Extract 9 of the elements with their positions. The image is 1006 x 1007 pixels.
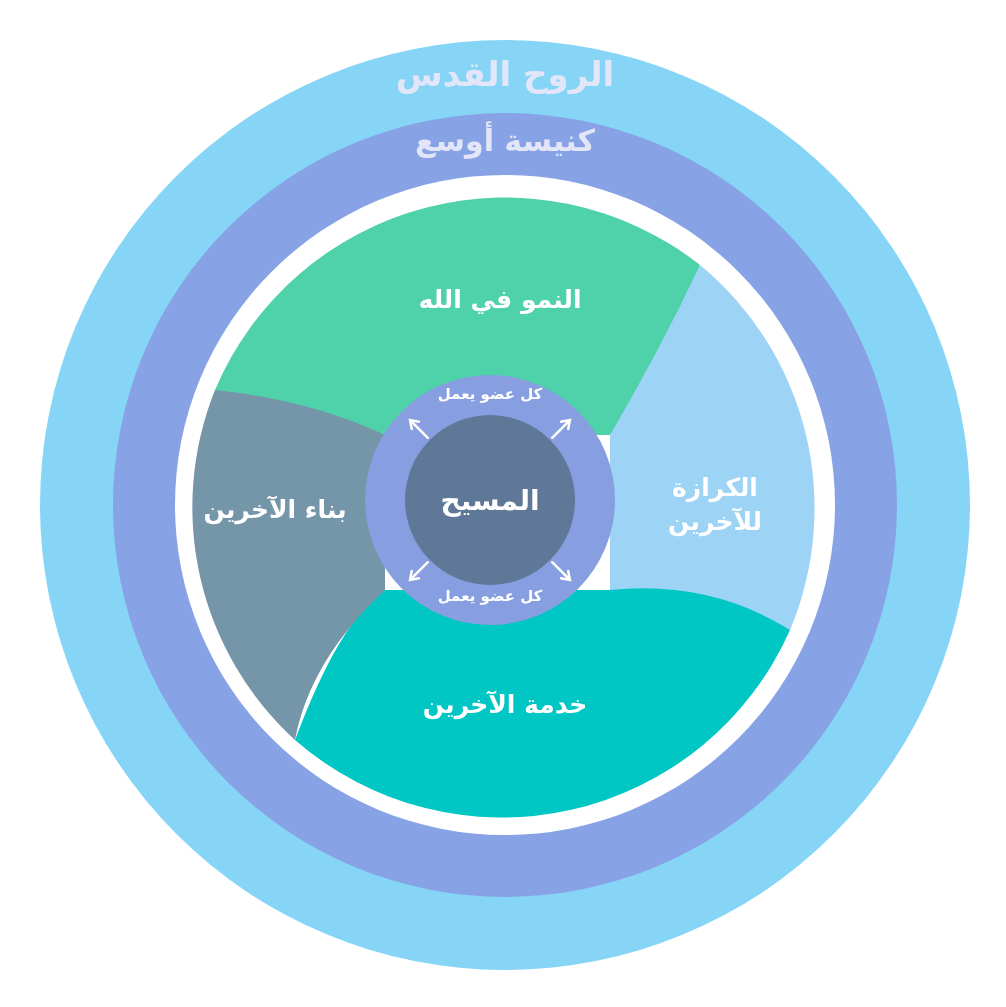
segment-label: النمو في الله <box>418 284 582 317</box>
segment-label: الكرازة للآخرين <box>667 472 763 539</box>
center-label: المسيح <box>440 483 540 517</box>
segment-label: خدمة الآخرين <box>422 689 588 722</box>
ring-label: كل عضو يعمل <box>437 385 543 403</box>
ring-title: كنيسة أوسع <box>415 123 595 159</box>
segment-label: بناء الآخرين <box>203 494 347 527</box>
ring-title: الروح القدس <box>395 54 615 95</box>
ring-label: كل عضو يعمل <box>437 587 543 605</box>
